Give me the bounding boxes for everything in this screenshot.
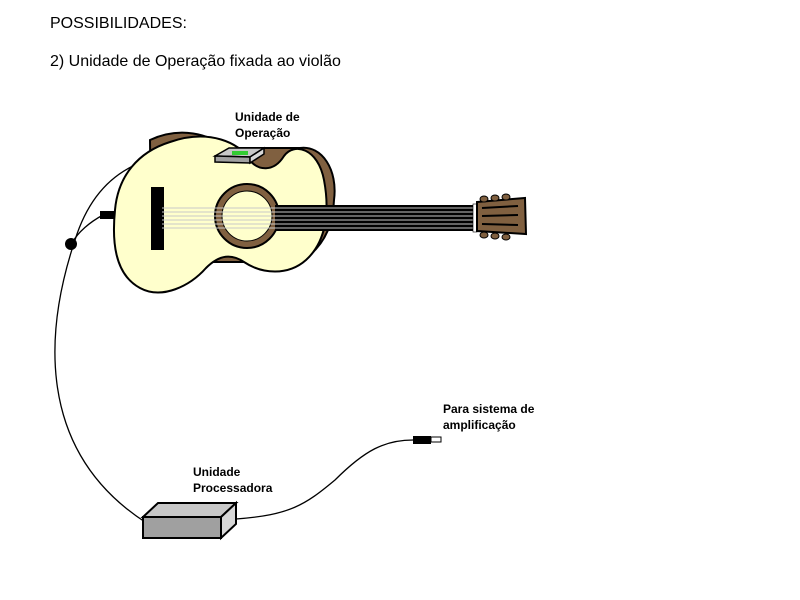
audio-plug-icon [413,436,442,444]
cable-jack-to-junction [71,214,104,244]
label-processing-unit: Unidade Processadora [193,465,273,495]
guitar-strings [162,207,478,229]
guitar-output-jack [100,211,114,219]
guitar-tuning-pegs [479,193,511,241]
page-title: POSSIBILIDADES: [50,15,187,32]
operation-unit-device [212,146,267,165]
processing-unit-box [140,500,239,541]
operation-unit-led [232,151,248,155]
guitar-fretboard [275,205,475,231]
cable-junction-node [65,238,77,250]
acoustic-guitar-icon [112,131,528,294]
guitar-headstock-slots [481,205,519,226]
label-amplification-system: Para sistema de amplificação [443,402,535,432]
guitar-bridge [151,187,164,250]
cable-processor-to-amplifier [235,439,414,520]
label-operation-unit: Unidade de Operação [235,110,300,140]
page-subtitle: 2) Unidade de Operação fixada ao violão [50,53,341,70]
